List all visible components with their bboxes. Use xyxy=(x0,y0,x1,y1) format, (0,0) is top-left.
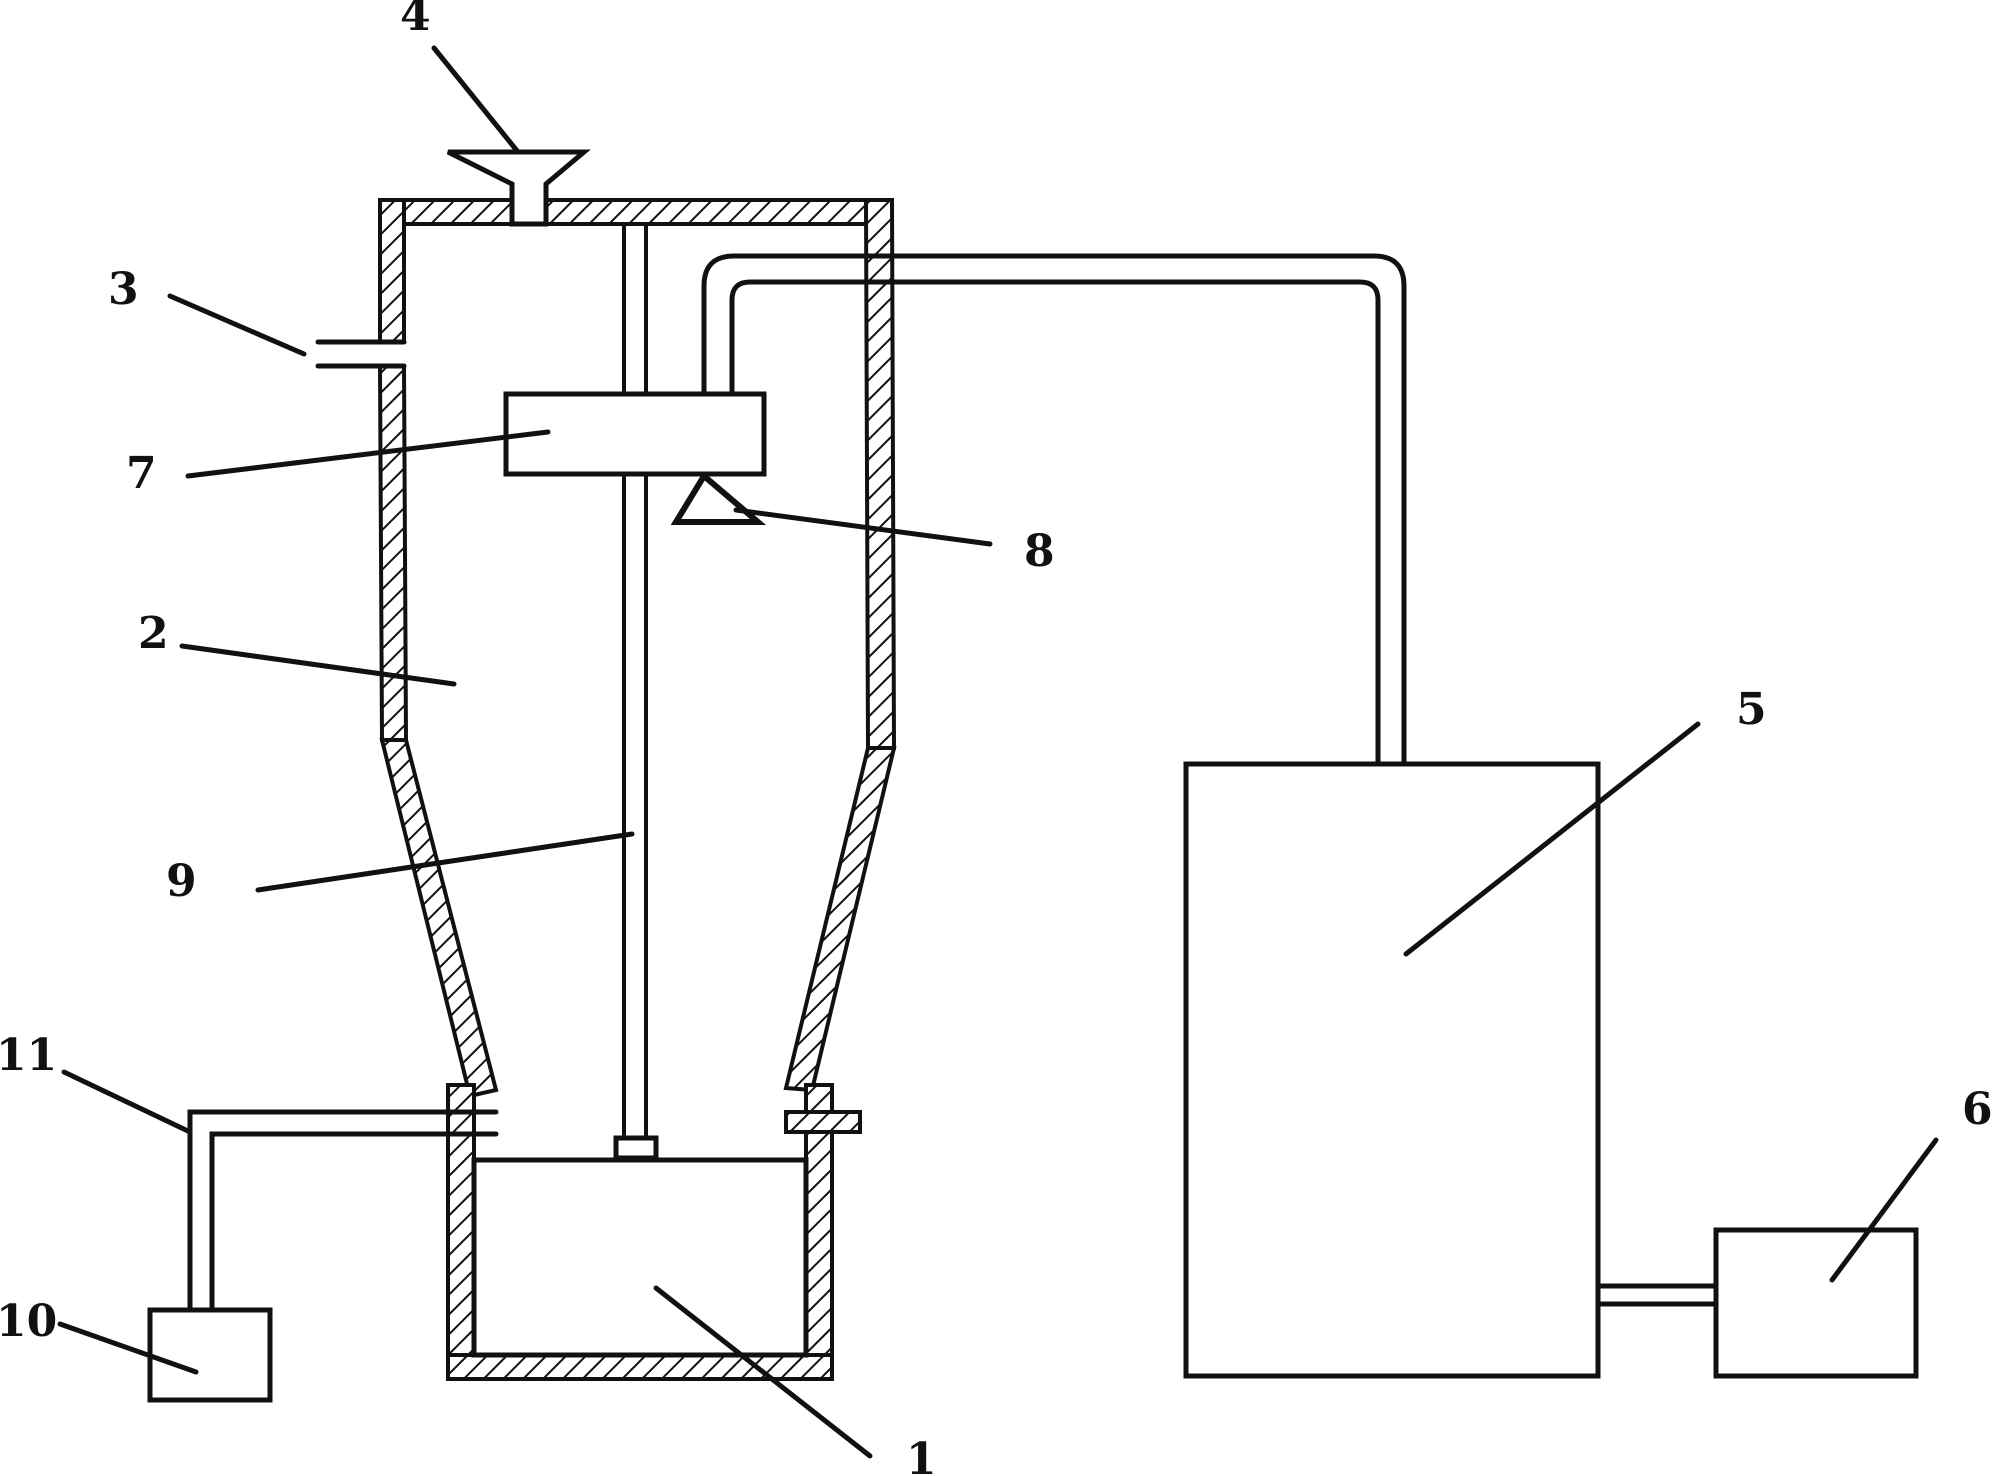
gas-duct xyxy=(701,253,1407,767)
label-part-11: 11 xyxy=(0,1030,57,1081)
tower-right-cone xyxy=(783,746,897,1093)
label-part-7: 7 xyxy=(126,448,157,499)
leader-1 xyxy=(653,1285,873,1459)
leader-lines xyxy=(57,45,1939,1459)
inlet-pipe xyxy=(315,339,407,369)
funnel-shape xyxy=(446,149,591,227)
leader-11 xyxy=(61,1069,193,1135)
central-shaft xyxy=(613,224,659,1161)
leader-9 xyxy=(255,831,635,893)
label-part-8: 8 xyxy=(1024,526,1055,577)
vessel-bottom-wall xyxy=(446,1353,834,1381)
leader-6 xyxy=(1829,1137,1939,1283)
outlet-pipe xyxy=(187,1109,499,1313)
pipe-5-to-6 xyxy=(1595,1283,1719,1307)
spray-nozzle xyxy=(670,471,767,525)
label-part-6: 6 xyxy=(1962,1084,1992,1135)
tower-left-wall-upper xyxy=(378,198,406,344)
leader-4 xyxy=(431,45,521,155)
label-part-1: 1 xyxy=(906,1434,937,1476)
vessel-flange xyxy=(784,1110,862,1134)
shaft-base xyxy=(613,1135,659,1161)
heater-unit xyxy=(1183,761,1601,1379)
leader-10 xyxy=(57,1321,199,1375)
feed-funnel xyxy=(446,149,591,227)
leader-7 xyxy=(185,429,551,479)
tower-left-wall-lower xyxy=(377,364,409,742)
tower-left-cone xyxy=(379,738,499,1099)
receiver-box xyxy=(147,1307,273,1403)
collector-vessel xyxy=(446,1083,862,1381)
leader-5 xyxy=(1403,721,1701,957)
fan-unit xyxy=(1713,1227,1919,1379)
leader-3 xyxy=(167,293,307,357)
tower-top-wall-right xyxy=(538,198,894,226)
label-part-3: 3 xyxy=(108,264,139,315)
vessel-left-wall xyxy=(446,1083,476,1379)
label-part-9: 9 xyxy=(166,856,197,907)
leader-8 xyxy=(733,507,993,547)
label-part-4: 4 xyxy=(400,0,431,41)
label-part-2: 2 xyxy=(138,608,169,659)
drying-tower xyxy=(377,198,897,1099)
leader-2 xyxy=(179,643,457,687)
vessel-inner-box xyxy=(471,1157,809,1358)
label-part-10: 10 xyxy=(0,1296,57,1347)
label-part-5: 5 xyxy=(1736,684,1767,735)
